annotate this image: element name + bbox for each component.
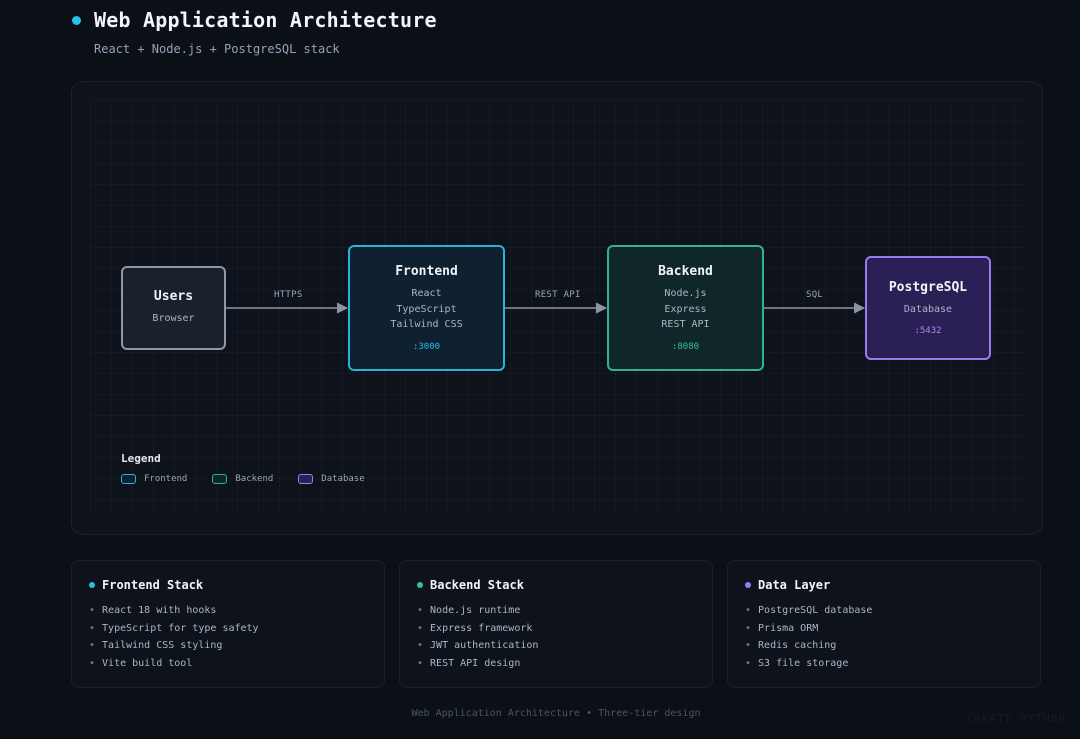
page-title: Web Application Architecture — [94, 8, 437, 32]
card-title: Backend Stack — [430, 578, 524, 592]
list-item: Tailwind CSS styling — [89, 637, 384, 655]
list-item: REST API design — [417, 655, 712, 673]
page-footer: Web Application Architecture • Three-tie… — [411, 708, 701, 719]
legend-label: Backend — [235, 474, 274, 484]
legend-items: Frontend Backend Database — [121, 474, 390, 484]
card-bullet-icon — [89, 582, 95, 588]
node-title: Backend — [658, 264, 713, 280]
legend-label: Database — [321, 474, 365, 484]
node-port: :5432 — [914, 326, 942, 337]
legend-item-backend: Backend — [212, 474, 273, 484]
node-backend: Backend Node.js Express REST API :8080 — [607, 245, 764, 371]
watermark: CREATE PYTHON — [966, 712, 1066, 725]
node-detail: Node.js — [664, 288, 707, 300]
title-row: Web Application Architecture — [72, 8, 437, 32]
edge-label-rest-api: REST API — [535, 290, 581, 300]
node-users: Users Browser — [121, 266, 226, 350]
card-data-layer: Data Layer PostgreSQL database Prisma OR… — [727, 560, 1041, 688]
legend: Legend Frontend Backend Database — [121, 452, 390, 484]
node-detail: REST API — [661, 319, 710, 331]
edge-label-sql: SQL — [806, 290, 824, 300]
list-item: Prisma ORM — [745, 620, 1040, 638]
list-item: Redis caching — [745, 637, 1040, 655]
legend-swatch — [121, 474, 136, 484]
title-bullet-icon — [72, 15, 81, 25]
legend-item-database: Database — [298, 474, 365, 484]
legend-swatch — [298, 474, 314, 484]
card-list: Node.js runtime Express framework JWT au… — [417, 602, 712, 672]
list-item: TypeScript for type safety — [89, 620, 384, 638]
list-item: PostgreSQL database — [745, 602, 1040, 620]
list-item: Vite build tool — [89, 655, 384, 673]
list-item: Express framework — [417, 620, 712, 638]
card-title: Data Layer — [758, 578, 831, 592]
node-detail: React — [411, 288, 442, 300]
card-backend-stack: Backend Stack Node.js runtime Express fr… — [399, 560, 713, 688]
node-title: Frontend — [395, 264, 458, 280]
legend-swatch — [212, 474, 228, 484]
page-header: Web Application Architecture React + Nod… — [72, 8, 437, 56]
legend-item-frontend: Frontend — [121, 474, 187, 484]
card-list: PostgreSQL database Prisma ORM Redis cac… — [745, 602, 1040, 672]
card-list: React 18 with hooks TypeScript for type … — [89, 602, 384, 672]
card-header: Data Layer — [745, 578, 1040, 592]
card-title: Frontend Stack — [102, 578, 204, 592]
node-port: :8080 — [671, 341, 700, 352]
legend-title: Legend — [121, 452, 161, 465]
node-database: PostgreSQL Database :5432 — [865, 256, 991, 360]
list-item: JWT authentication — [417, 637, 712, 655]
list-item: Node.js runtime — [417, 602, 712, 620]
card-bullet-icon — [745, 582, 751, 588]
node-port: :3000 — [412, 341, 441, 352]
node-detail: Express — [664, 303, 707, 315]
node-frontend: Frontend React TypeScript Tailwind CSS :… — [348, 245, 505, 371]
node-detail: TypeScript — [396, 303, 457, 315]
edge-label-https: HTTPS — [274, 290, 303, 300]
card-header: Frontend Stack — [89, 578, 384, 592]
list-item: React 18 with hooks — [89, 602, 384, 620]
card-frontend-stack: Frontend Stack React 18 with hooks TypeS… — [71, 560, 385, 688]
card-bullet-icon — [417, 582, 423, 588]
legend-label: Frontend — [144, 474, 188, 484]
page-subtitle: React + Node.js + PostgreSQL stack — [94, 42, 340, 56]
list-item: S3 file storage — [745, 655, 1040, 673]
node-detail: Browser — [152, 313, 195, 325]
node-title: PostgreSQL — [888, 279, 968, 295]
node-detail: Tailwind CSS — [390, 319, 463, 331]
node-detail: Database — [903, 303, 953, 315]
node-title: Users — [153, 289, 194, 305]
card-header: Backend Stack — [417, 578, 712, 592]
